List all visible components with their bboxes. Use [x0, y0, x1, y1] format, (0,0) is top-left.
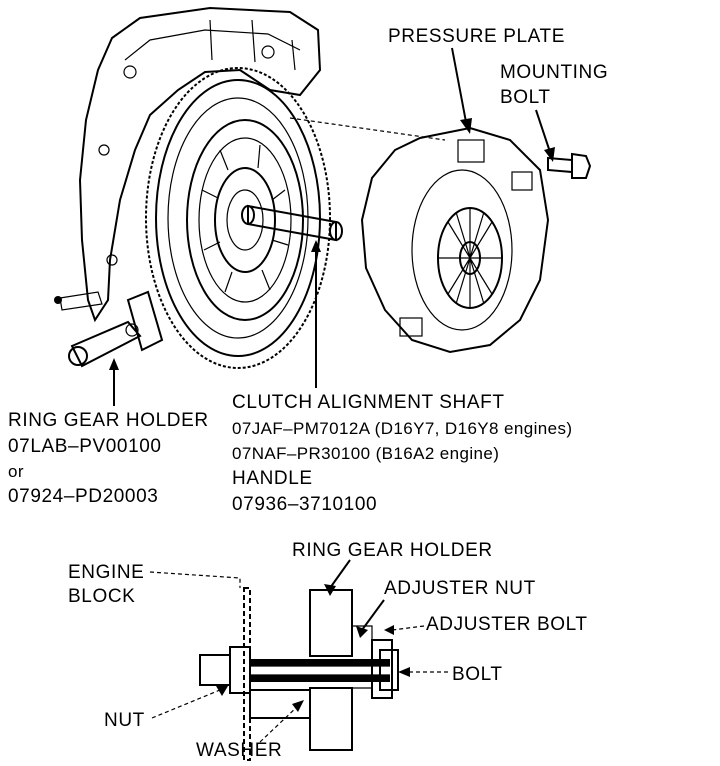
- label-pressure-plate: PRESSURE PLATE: [388, 26, 565, 47]
- flywheel: [145, 67, 331, 369]
- label-mounting-bolt-line2: BOLT: [500, 87, 551, 108]
- ring-gear-holder-cross-section: [199, 587, 399, 761]
- label-adjuster-nut: ADJUSTER NUT: [384, 578, 536, 599]
- label-bottom-ring-gear-holder: RING GEAR HOLDER: [292, 540, 493, 561]
- label-washer: WASHER: [196, 740, 282, 761]
- label-handle-part: 07936–3710100: [232, 494, 377, 515]
- label-ring-gear-holder: RING GEAR HOLDER: [8, 410, 209, 431]
- bottom-leader-lines: [149, 559, 448, 743]
- label-engine-block-line1: ENGINE: [68, 562, 144, 583]
- label-ring-gear-part-b: 07924–PD20003: [8, 486, 158, 507]
- clutch-disc: [186, 119, 304, 321]
- label-mounting-bolt-line1: MOUNTING: [500, 62, 608, 83]
- label-bolt: BOLT: [452, 664, 503, 685]
- label-shaft-part-b: 07NAF–PR30100 (B16A2 engine): [232, 444, 499, 463]
- label-clutch-alignment-shaft: CLUTCH ALIGNMENT SHAFT: [232, 392, 505, 413]
- engine-block-outline: [54, 6, 322, 323]
- label-nut: NUT: [104, 710, 145, 731]
- pressure-plate: [360, 126, 550, 354]
- mounting-bolt: [547, 152, 592, 179]
- ring-gear-holder-tool: [68, 290, 164, 368]
- label-or: or: [8, 462, 24, 481]
- clutch-alignment-shaft: [241, 204, 343, 242]
- label-ring-gear-part-a: 07LAB–PV00100: [8, 436, 162, 457]
- label-shaft-part-a: 07JAF–PM7012A (D16Y7, D16Y8 engines): [232, 419, 572, 438]
- label-engine-block-line2: BLOCK: [68, 586, 135, 607]
- top-leader-lines: [109, 47, 555, 406]
- label-adjuster-bolt: ADJUSTER BOLT: [426, 614, 588, 635]
- label-handle: HANDLE: [232, 468, 313, 489]
